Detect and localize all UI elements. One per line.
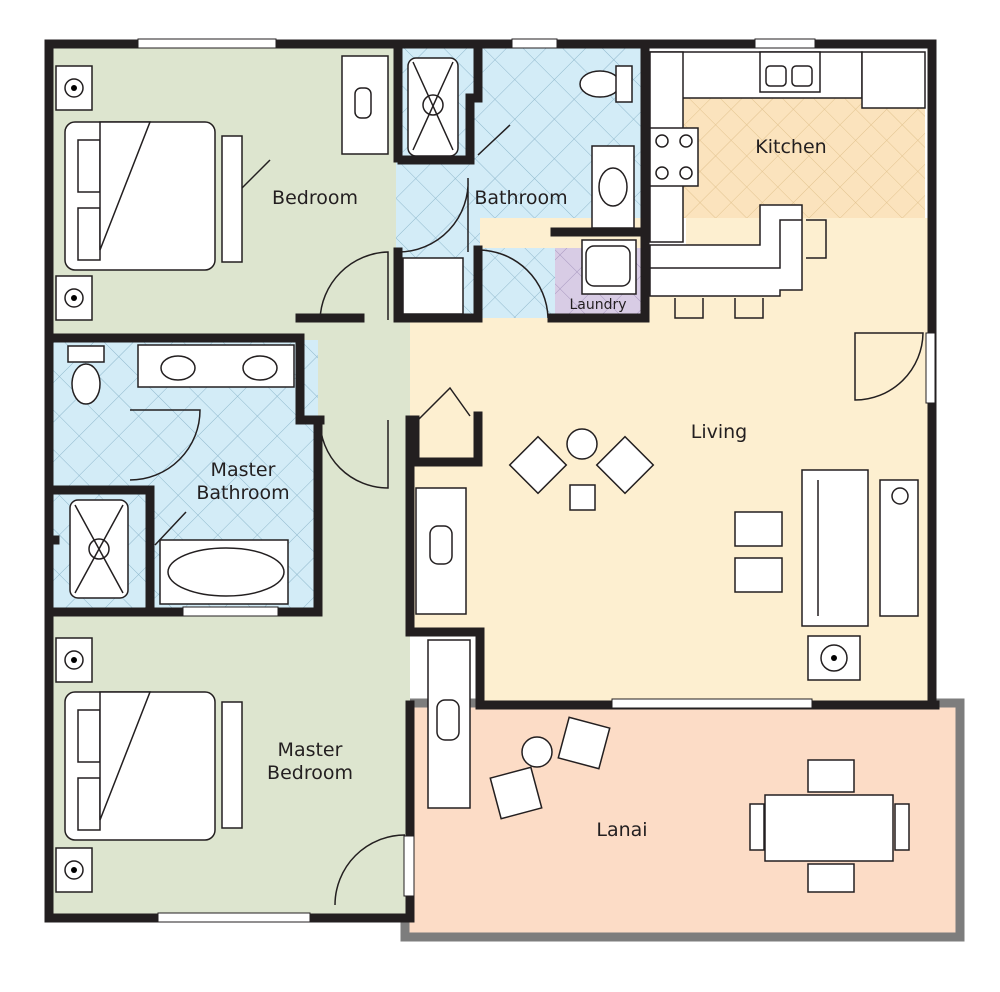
nightstand-lamp-icon: [55, 275, 93, 321]
room-label-bedroom: Bedroom: [272, 187, 358, 209]
room-label-master-bedroom-1: Master: [278, 739, 343, 761]
bar-stools: [674, 219, 827, 319]
bathtub: [159, 539, 289, 605]
shower: [407, 57, 459, 157]
bench: [221, 701, 243, 829]
lamp-table-icon: [879, 479, 919, 617]
sofa: [801, 469, 869, 627]
room-label-living: Living: [691, 421, 748, 443]
room-label-master-bedroom-2: Bedroom: [267, 762, 353, 784]
living-lower: [480, 218, 930, 248]
shower: [69, 499, 129, 599]
living-chairs: [508, 428, 655, 511]
ottoman: [734, 511, 783, 547]
bench: [221, 135, 243, 263]
room-label-master-bathroom-1: Master: [211, 459, 276, 481]
room-label-master-bathroom-2: Bathroom: [196, 482, 289, 504]
bed: [64, 691, 216, 841]
dresser: [427, 639, 471, 809]
vanity: [137, 344, 295, 388]
kitchen-counters: [649, 51, 926, 297]
lanai-seating: [489, 716, 611, 820]
room-label-bathroom: Bathroom: [474, 187, 567, 209]
lamp-table-icon: [807, 635, 861, 681]
tv-console: [415, 487, 467, 615]
bed: [64, 121, 216, 271]
nightstand-lamp-icon: [55, 637, 93, 683]
dining-table: [749, 759, 910, 893]
stove: [649, 127, 699, 187]
ottoman: [734, 557, 783, 593]
room-label-lanai: Lanai: [596, 819, 647, 841]
toilet: [579, 65, 633, 103]
kitchen-tile: [683, 98, 925, 218]
windows: [137, 38, 936, 923]
toilet: [67, 345, 105, 405]
desk: [341, 55, 389, 155]
linen-closet: [402, 257, 464, 315]
nightstand-lamp-icon: [55, 847, 93, 893]
room-label-laundry: Laundry: [569, 297, 626, 313]
room-label-kitchen: Kitchen: [755, 136, 826, 158]
living-floor: [410, 246, 930, 703]
sink: [591, 145, 635, 229]
nightstand-lamp-icon: [55, 65, 93, 111]
washer: [581, 239, 637, 295]
